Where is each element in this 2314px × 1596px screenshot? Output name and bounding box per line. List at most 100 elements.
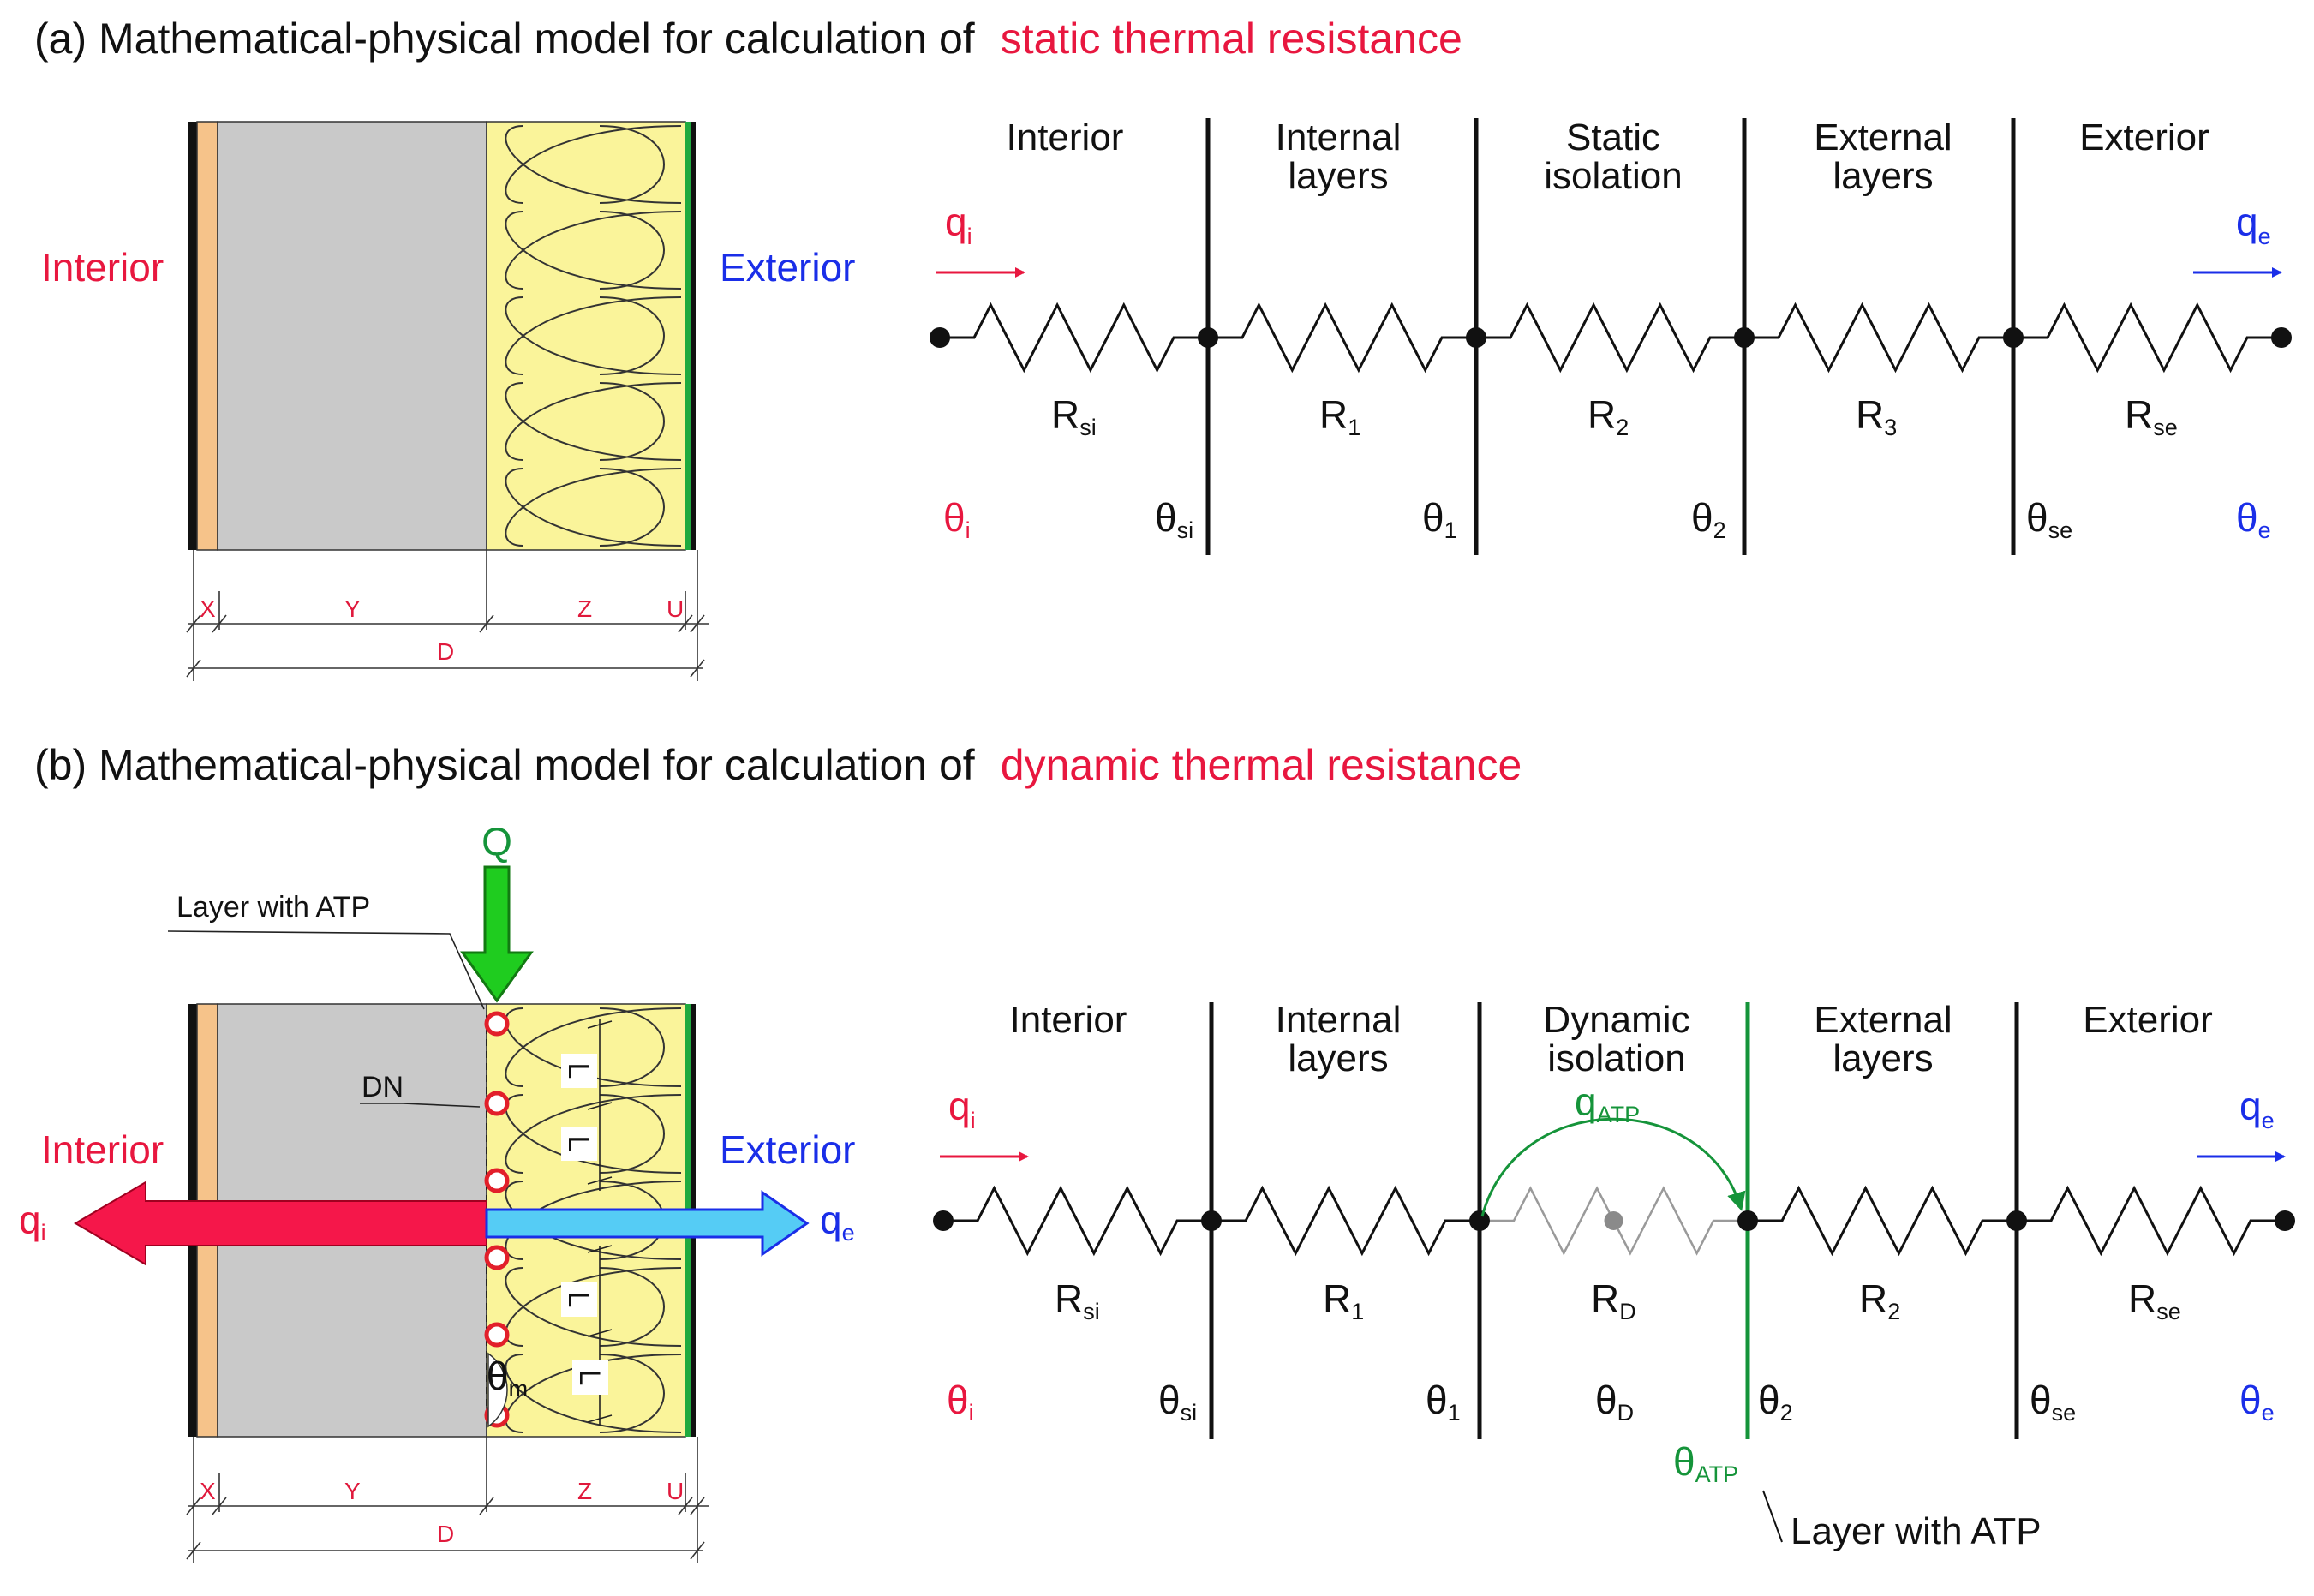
dim-x: X — [200, 595, 216, 622]
resistor-label-r2: R2 — [1859, 1276, 1900, 1324]
wall-section-b: L L L L θm DN Layer with ATP Q — [19, 819, 855, 1438]
atp-pipe — [484, 1091, 510, 1116]
q-left: qi — [948, 1084, 976, 1133]
resistor-zigzag — [1208, 302, 1476, 374]
atp-pipe — [484, 1168, 510, 1193]
plaster-layer — [196, 121, 218, 551]
panel-a-title: (a) Mathematical-physical model for calc… — [34, 15, 1462, 63]
resistor-label-rd: RD — [1591, 1276, 1636, 1324]
insulation-pattern — [505, 125, 682, 547]
zone-exterior: Exterior — [2083, 999, 2213, 1041]
insulation-loop — [505, 296, 682, 375]
junction-node — [1201, 1210, 1222, 1231]
zone-internal-2: layers — [1288, 155, 1388, 197]
pipe-spacing-markers — [587, 1019, 613, 1426]
junction-node — [930, 327, 950, 348]
render-layer — [685, 122, 691, 550]
junction-node — [2275, 1210, 2295, 1231]
temp-theta-se: θse — [2030, 1378, 2076, 1426]
resistor-zigzag — [2013, 302, 2281, 374]
resistor-zigzag — [1476, 302, 1744, 374]
insulation-pattern — [505, 1007, 682, 1433]
dim-y: Y — [344, 595, 361, 622]
resistor-label-rsi: Rsi — [1055, 1276, 1100, 1324]
zone-interior: Interior — [1007, 117, 1124, 158]
junction-node — [1198, 327, 1218, 348]
zone-static-1: Static — [1566, 117, 1660, 158]
wall-exterior-label: Exterior — [720, 1127, 855, 1172]
temp-theta-se: θse — [2026, 495, 2072, 543]
resistor-network-b: Interior Internal layers Dynamic isolati… — [933, 999, 2295, 1552]
resistor-zigzag — [1748, 1185, 2017, 1257]
temp-theta-1: θ1 — [1426, 1378, 1461, 1426]
q-atp-arc — [1480, 1117, 1746, 1217]
panel-b-title: (b) Mathematical-physical model for calc… — [34, 741, 1522, 789]
q-right: qe — [2236, 200, 2271, 249]
wall-edge-interior — [188, 122, 197, 550]
zone-internal-2: layers — [1288, 1037, 1388, 1079]
temp-theta-2: θ2 — [1691, 495, 1726, 543]
temp-theta-e: θe — [2239, 1378, 2275, 1426]
wall-section-a: Interior Exterior — [41, 121, 855, 551]
q-right: qe — [2239, 1084, 2275, 1133]
layer-atp-callout: Layer with ATP — [176, 891, 370, 924]
pipe-spacing-labels: L L L L — [561, 1054, 608, 1395]
dim-z: Z — [577, 1478, 592, 1504]
junction-node — [1737, 1210, 1758, 1231]
resistor-network-a: Interior Internal layers Static isolatio… — [930, 117, 2292, 555]
resistor-label-r1: R1 — [1323, 1276, 1364, 1324]
dim-d: D — [437, 638, 454, 665]
atp-pipe — [484, 1011, 510, 1037]
resistor-chain — [933, 1185, 2295, 1257]
zone-dynamic-1: Dynamic — [1543, 999, 1689, 1041]
wall-edge-exterior — [691, 122, 696, 550]
temp-theta-si: θsi — [1155, 495, 1193, 543]
insulation-layer — [486, 121, 686, 551]
junction-node — [2271, 327, 2292, 348]
Q-arrow — [460, 865, 534, 1003]
temp-theta-i: θi — [943, 495, 971, 543]
zone-external-2: layers — [1833, 1037, 1933, 1079]
dn-label: DN — [362, 1071, 404, 1103]
insulation-loop — [505, 1094, 682, 1174]
layer-atp-leader — [167, 930, 485, 1010]
qe-flux-arrow — [485, 1190, 810, 1257]
atp-pipe — [484, 1245, 510, 1270]
resistor-label-r3: R3 — [1856, 392, 1897, 440]
insulation-loop — [505, 1007, 682, 1087]
junction-node — [1734, 327, 1755, 348]
panel-a: (a) Mathematical-physical model for calc… — [34, 15, 2292, 681]
zone-external-1: External — [1814, 999, 1952, 1041]
zone-static-2: isolation — [1544, 155, 1682, 197]
zone-internal-1: Internal — [1276, 117, 1402, 158]
layer-atp-leader — [1762, 1490, 1783, 1543]
junction-node — [2006, 1210, 2027, 1231]
zone-external-2: layers — [1833, 155, 1933, 197]
insulation-loop — [505, 468, 682, 547]
q-left: qi — [945, 200, 972, 249]
qi-flux-label: qi — [19, 1198, 46, 1246]
resistor-zigzag — [1744, 302, 2013, 374]
temp-theta-2: θ2 — [1758, 1378, 1793, 1426]
qi-flux-arrow — [74, 1181, 487, 1266]
Q-label: Q — [481, 819, 512, 864]
resistor-label-rse: Rse — [2125, 392, 2178, 440]
dimensions-a — [186, 550, 709, 681]
temp-theta-d: θD — [1595, 1378, 1634, 1426]
resistor-label-rse: Rse — [2128, 1276, 2181, 1324]
resistor-zigzag — [2017, 1185, 2285, 1257]
insulation-loop — [505, 125, 682, 204]
panel-b: (b) Mathematical-physical model for calc… — [19, 741, 2295, 1563]
resistor-zigzag — [943, 1185, 1211, 1257]
atp-pipe — [484, 1322, 510, 1348]
insulation-loop — [505, 211, 682, 290]
zone-exterior: Exterior — [2079, 117, 2209, 158]
wall-exterior-label: Exterior — [720, 245, 855, 290]
junction-node — [1469, 1210, 1490, 1231]
q-atp-label: qATP — [1575, 1079, 1640, 1127]
mid-node-dot — [1604, 1211, 1623, 1230]
zone-dynamic-2: isolation — [1547, 1037, 1685, 1079]
resistor-label-rsi: Rsi — [1051, 392, 1097, 440]
masonry-layer — [217, 121, 487, 551]
